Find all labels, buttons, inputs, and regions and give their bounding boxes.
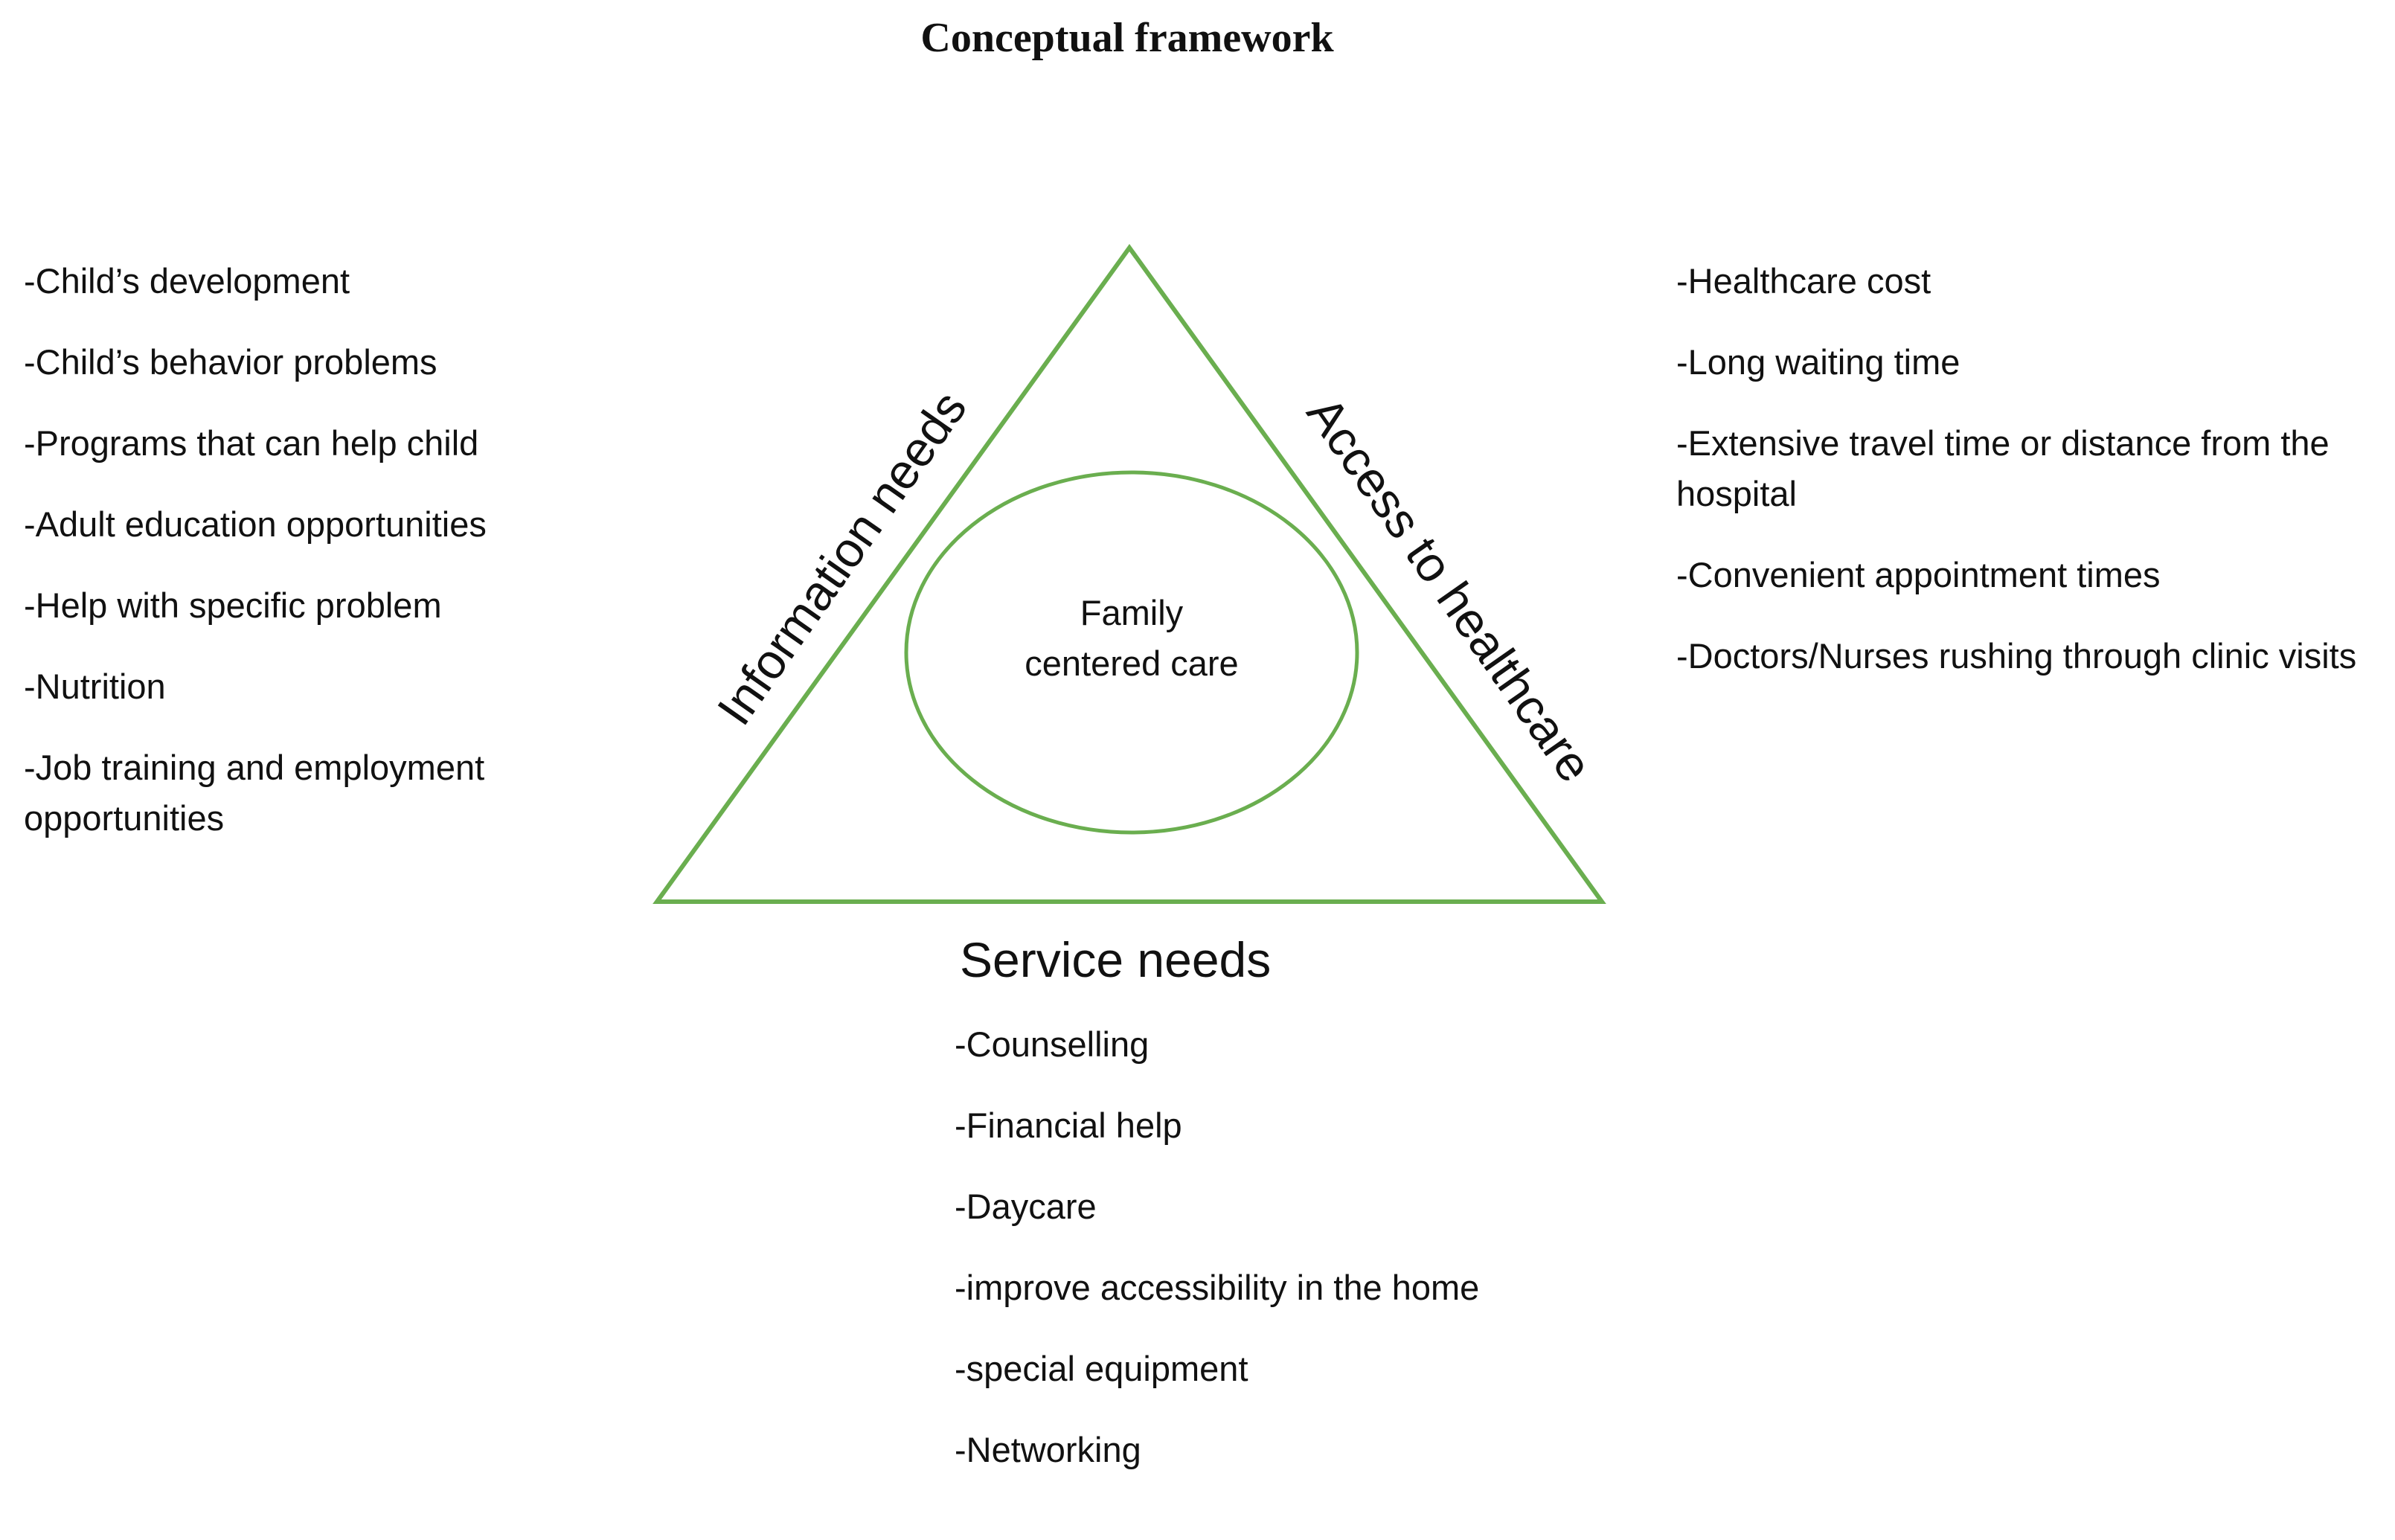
center-label-line2: centered care: [1025, 644, 1238, 683]
service-needs-label: Service needs: [960, 932, 1272, 987]
service-item: -Daycare: [955, 1187, 1097, 1226]
information-needs-item: -Adult education opportunities: [24, 504, 487, 544]
access-item: -Healthcare cost: [1676, 261, 1931, 301]
service-needs-list: -Counselling -Financial help -Daycare -i…: [955, 1019, 1550, 1506]
access-item: -Convenient appointment times: [1676, 555, 2161, 594]
center-label-line1: Family: [1080, 593, 1184, 632]
information-needs-item: -Child’s development: [24, 261, 350, 301]
access-item: -Doctors/Nurses rushing through clinic v…: [1676, 636, 2357, 676]
information-needs-item: -Child’s behavior problems: [24, 342, 437, 382]
access-to-healthcare-list: -Healthcare cost -Long waiting time -Ext…: [1676, 256, 2391, 712]
service-item: -Financial help: [955, 1106, 1182, 1145]
access-item: -Extensive travel time or distance from …: [1676, 423, 2330, 513]
service-item: -Counselling: [955, 1024, 1150, 1064]
center-ellipse: [904, 470, 1359, 835]
left-side-label: Information needs: [706, 381, 977, 734]
information-needs-list: -Child’s development -Child’s behavior p…: [24, 256, 619, 874]
triangle-shape: [653, 243, 1606, 904]
service-item: -special equipment: [955, 1349, 1248, 1388]
access-item: -Long waiting time: [1676, 342, 1960, 382]
information-needs-item: -Programs that can help child: [24, 423, 479, 463]
service-item: -improve accessibility in the home: [955, 1268, 1480, 1307]
information-needs-item: -Job training and employment opportuniti…: [24, 748, 485, 838]
information-needs-item: -Help with specific problem: [24, 585, 442, 625]
service-item: -Networking: [955, 1430, 1141, 1469]
diagram-title: Conceptual framework: [920, 15, 1334, 61]
information-needs-item: -Nutrition: [24, 667, 166, 706]
